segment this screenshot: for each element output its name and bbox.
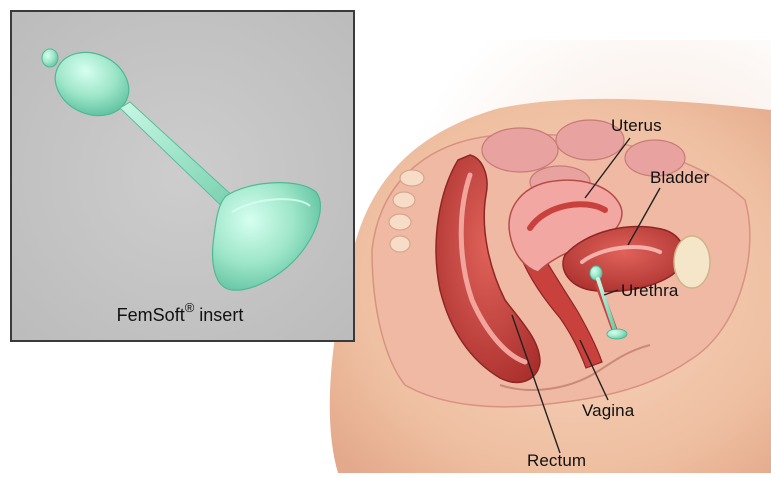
pubic-bone — [674, 236, 710, 288]
inset-caption: FemSoft® insert — [0, 302, 360, 326]
inset-caption-name: FemSoft — [117, 305, 185, 325]
inset-caption-suffix: insert — [194, 305, 243, 325]
label-vagina: Vagina — [582, 401, 634, 421]
label-bladder: Bladder — [650, 168, 709, 188]
registered-mark: ® — [185, 300, 195, 315]
label-uterus: Uterus — [611, 116, 662, 136]
label-rectum: Rectum — [527, 451, 586, 471]
label-urethra: Urethra — [621, 281, 678, 301]
